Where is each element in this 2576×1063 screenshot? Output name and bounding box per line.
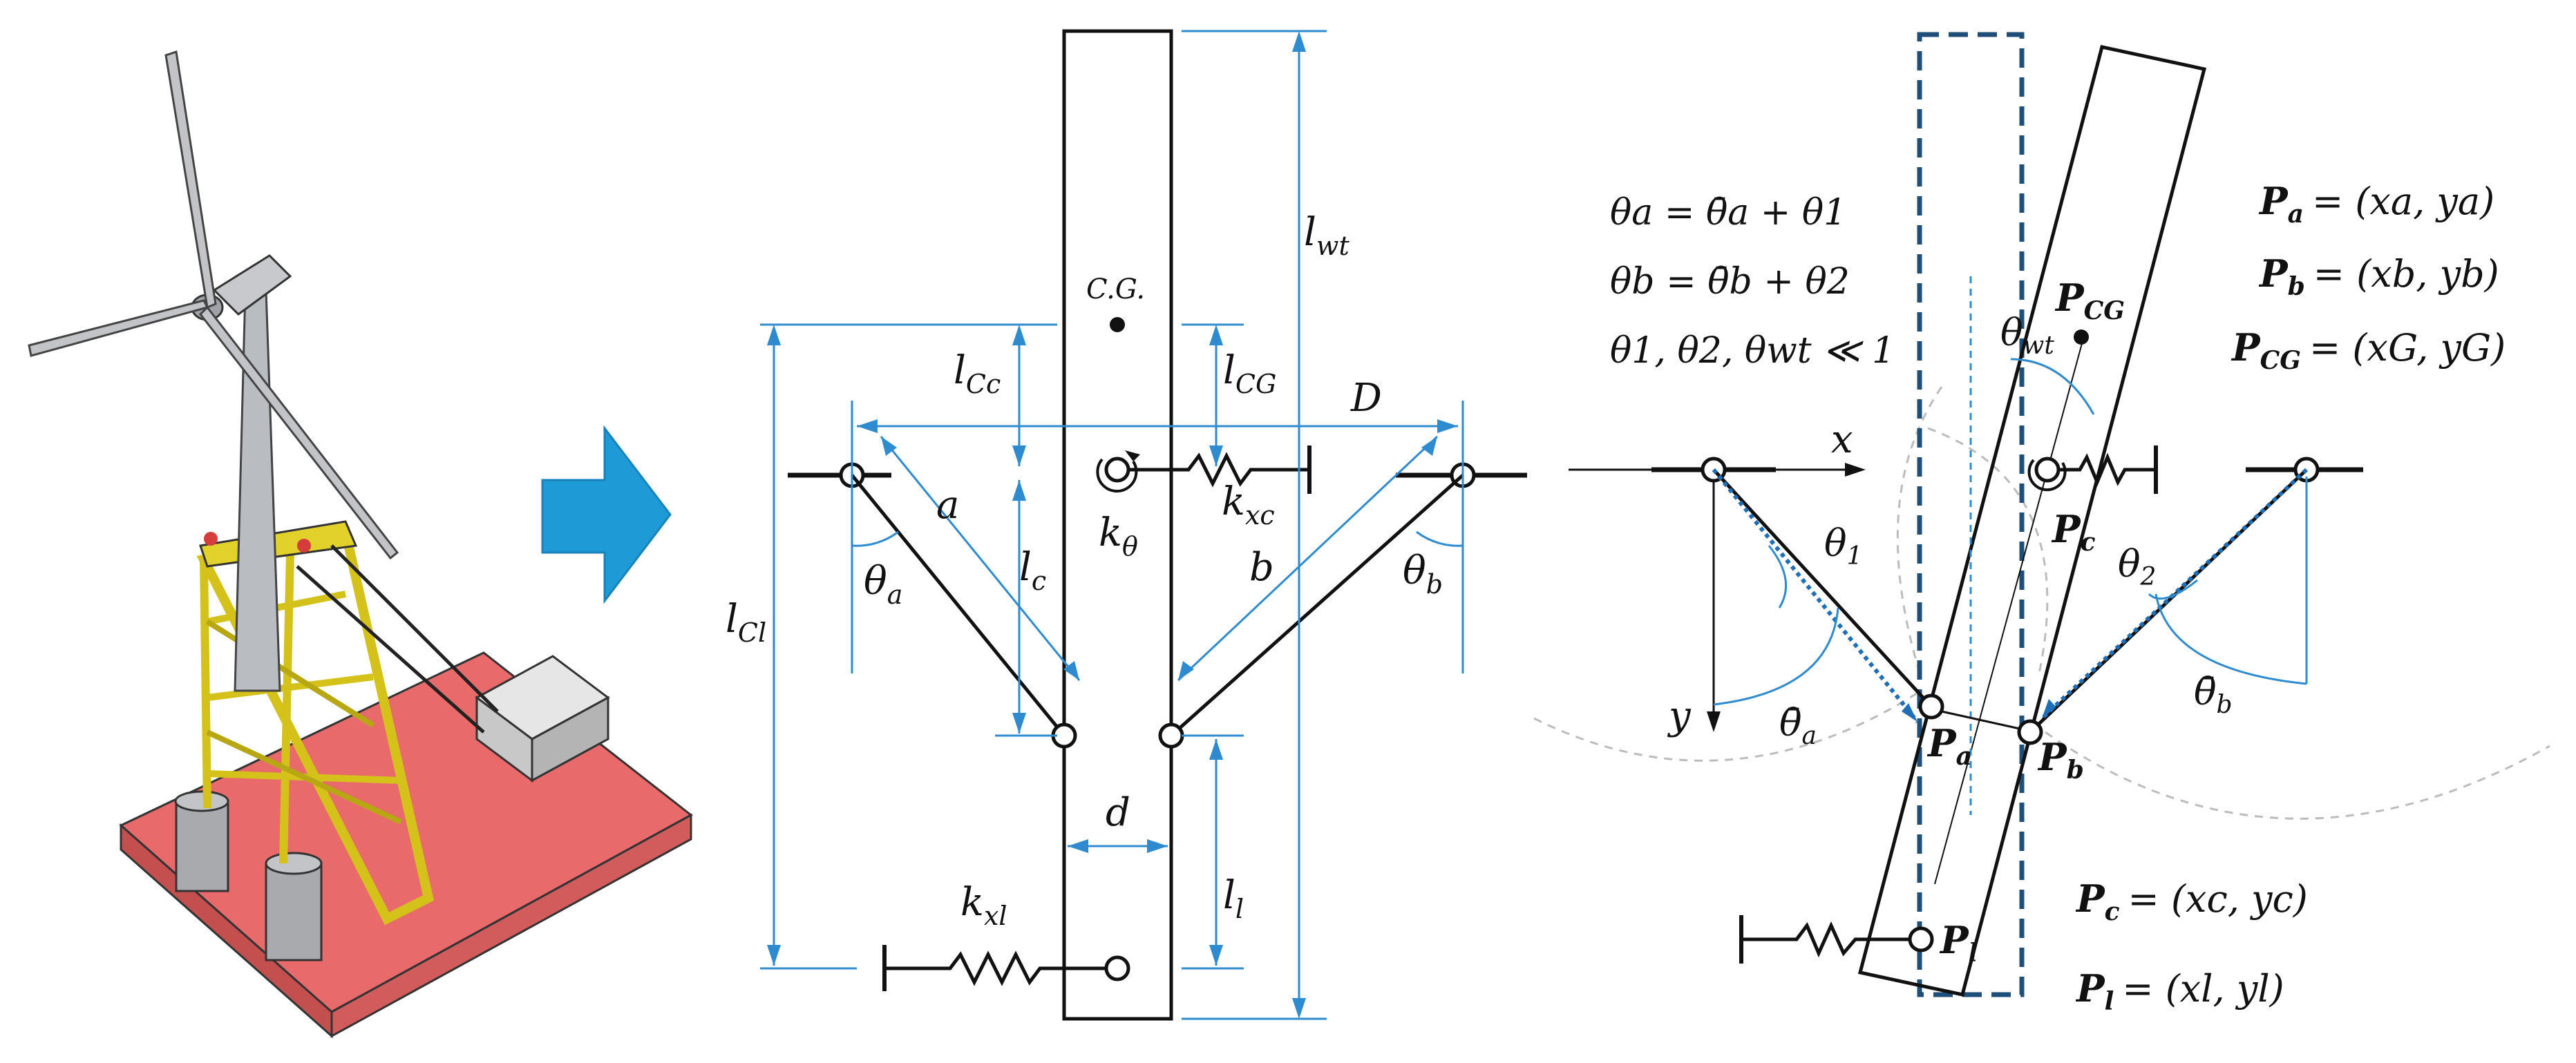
label-p-c: Pc [2051,507,2096,557]
center-pivot [1104,457,1130,483]
point-pl-definition: Pl= (xl, yl) [2075,966,2284,1016]
equation-small-angle: θ1, θ2, θwt ≪ 1 [1610,330,1895,372]
link-a [851,474,1066,737]
displaced-diagram: x y [1533,32,2550,1016]
label-a: a [936,483,959,528]
label-k-theta: kθ [1099,510,1138,562]
label-p-cg: PCG [2054,276,2125,325]
point-pc-definition: Pc= (xc, yc) [2075,877,2308,926]
parameter-diagram: C.G. [726,29,1527,1021]
label-theta-a-bar: θ̄a [1779,701,1817,750]
label-theta-1: θ1 [1824,521,1862,571]
cg-point [1110,317,1125,332]
label-l-cl: lCl [726,597,766,648]
spring-kxc [1128,452,1309,488]
x-axis-label: x [1831,417,1853,462]
label-theta-b: θb [1403,548,1443,600]
label-k-xl: kxl [960,880,1007,931]
original-position-outline [1917,32,2025,997]
label-l-cg: lCG [1223,348,1276,399]
label-d: d [1106,790,1130,835]
label-theta-b-bar: θ̄b [2194,670,2233,719]
equation-theta-b: θb = θ̄b + θ2 [1610,261,1850,303]
label-l-c: lc [1019,545,1046,596]
label-theta-2: θ2 [2118,542,2156,591]
label-theta-wt: θwt [2000,311,2054,360]
point-pa-definition: Pa= (xa, ya) [2258,179,2494,229]
spring-kxl [884,950,1106,986]
label-l-wt: lwt [1304,210,1349,261]
right-arrow-icon [541,425,672,604]
label-p-a: Pa [1926,721,1972,771]
cg-label: C.G. [1086,274,1145,305]
label-D: D [1350,376,1382,421]
label-theta-a: θa [864,559,902,610]
label-k-xc: kxc [1222,479,1275,530]
equation-theta-a: θa = θ̄a + θ1 [1610,192,1846,233]
floating-wind-turbine-3d-icon [28,50,693,1039]
tilted-tower [1857,45,2207,997]
point-pb-definition: Pb= (xb, yb) [2258,251,2499,301]
label-b: b [1249,545,1274,590]
tower-body [1062,29,1173,1021]
y-axis-label: y [1667,693,1692,738]
label-l-cc: lCc [954,348,1001,399]
point-pcg-definition: PCG= (xG, yG) [2231,325,2506,375]
label-p-b: Pb [2037,735,2084,785]
label-p-l: Pl [1939,918,1978,968]
link-b [1170,474,1464,737]
label-l-l: ll [1223,873,1244,924]
